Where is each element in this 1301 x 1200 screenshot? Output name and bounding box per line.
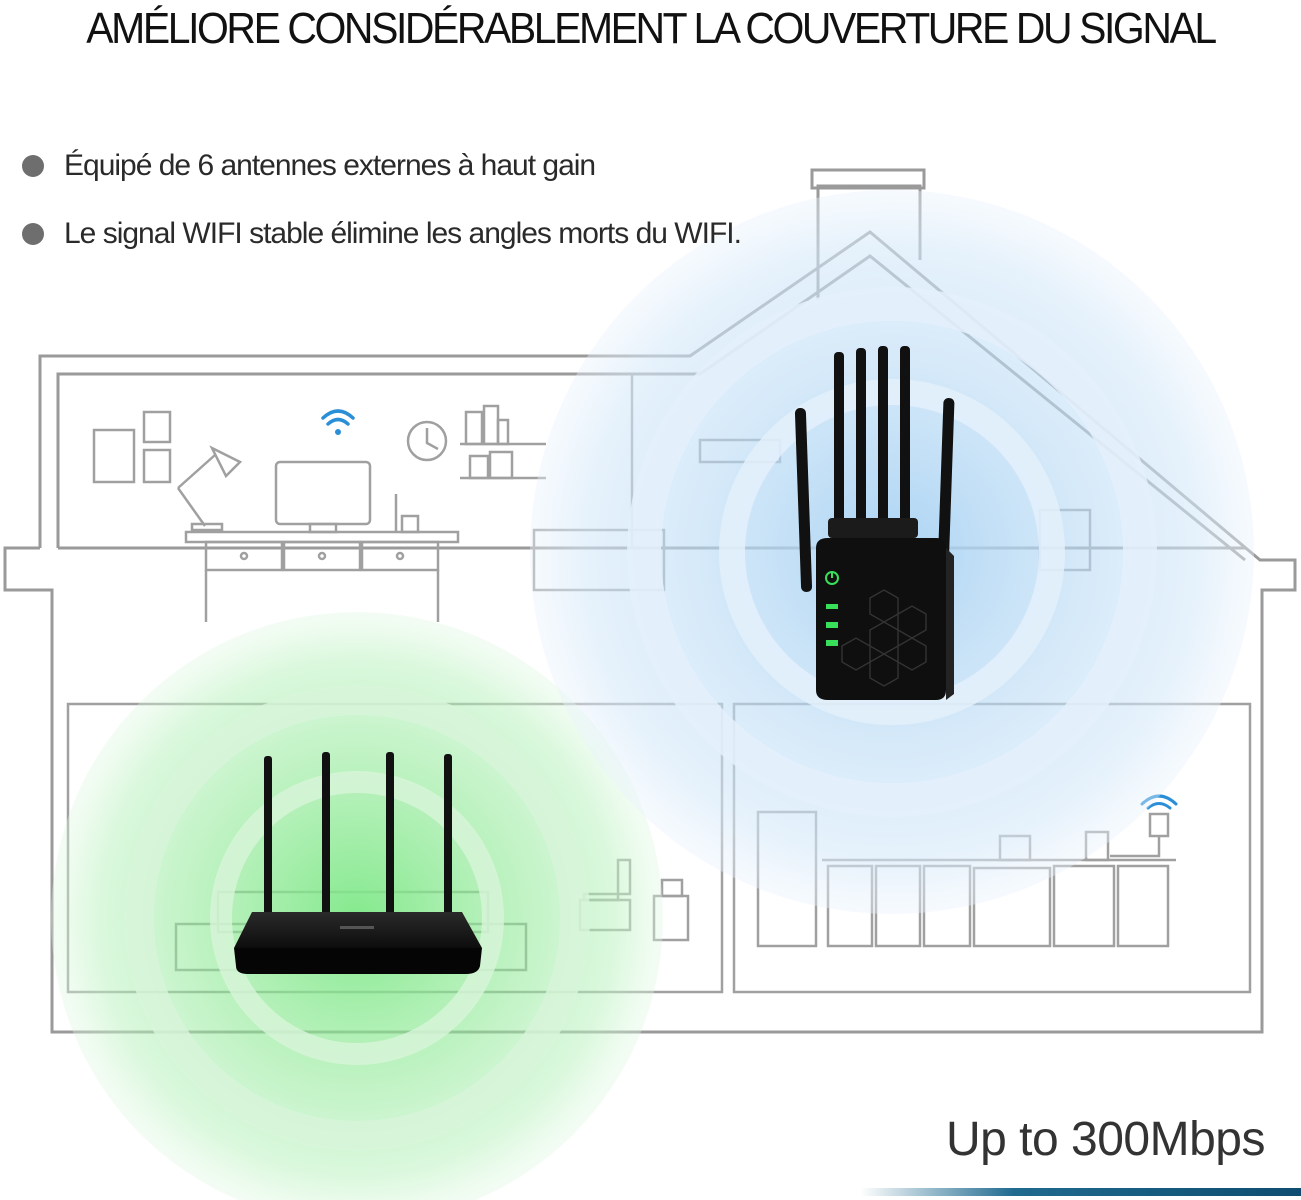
- feature-item: Le signal WIFI stable élimine les angles…: [22, 200, 742, 268]
- wifi-icon: [321, 409, 355, 435]
- monitor-icon: [274, 460, 372, 534]
- router-device: [234, 752, 482, 974]
- bullet-dot-icon: [22, 223, 44, 245]
- accent-bar: [860, 1188, 1301, 1196]
- feature-text: Le signal WIFI stable élimine les angles…: [64, 217, 742, 250]
- headline: AMÉLIORE CONSIDÉRABLEMENT LA COUVERTURE …: [86, 4, 1217, 53]
- extender-device: [794, 346, 955, 700]
- speed-caption: Up to 300Mbps: [945, 1113, 1266, 1166]
- feature-list: Équipé de 6 antennes externes à haut gai…: [22, 132, 742, 268]
- bullet-dot-icon: [22, 155, 44, 177]
- green-signal-coverage: [51, 612, 663, 1200]
- clock-icon: [406, 420, 448, 462]
- lamp-icon: [176, 445, 243, 532]
- power-icon: [825, 571, 839, 585]
- feature-item: Équipé de 6 antennes externes à haut gai…: [22, 132, 741, 200]
- feature-text: Équipé de 6 antennes externes à haut gai…: [64, 149, 596, 182]
